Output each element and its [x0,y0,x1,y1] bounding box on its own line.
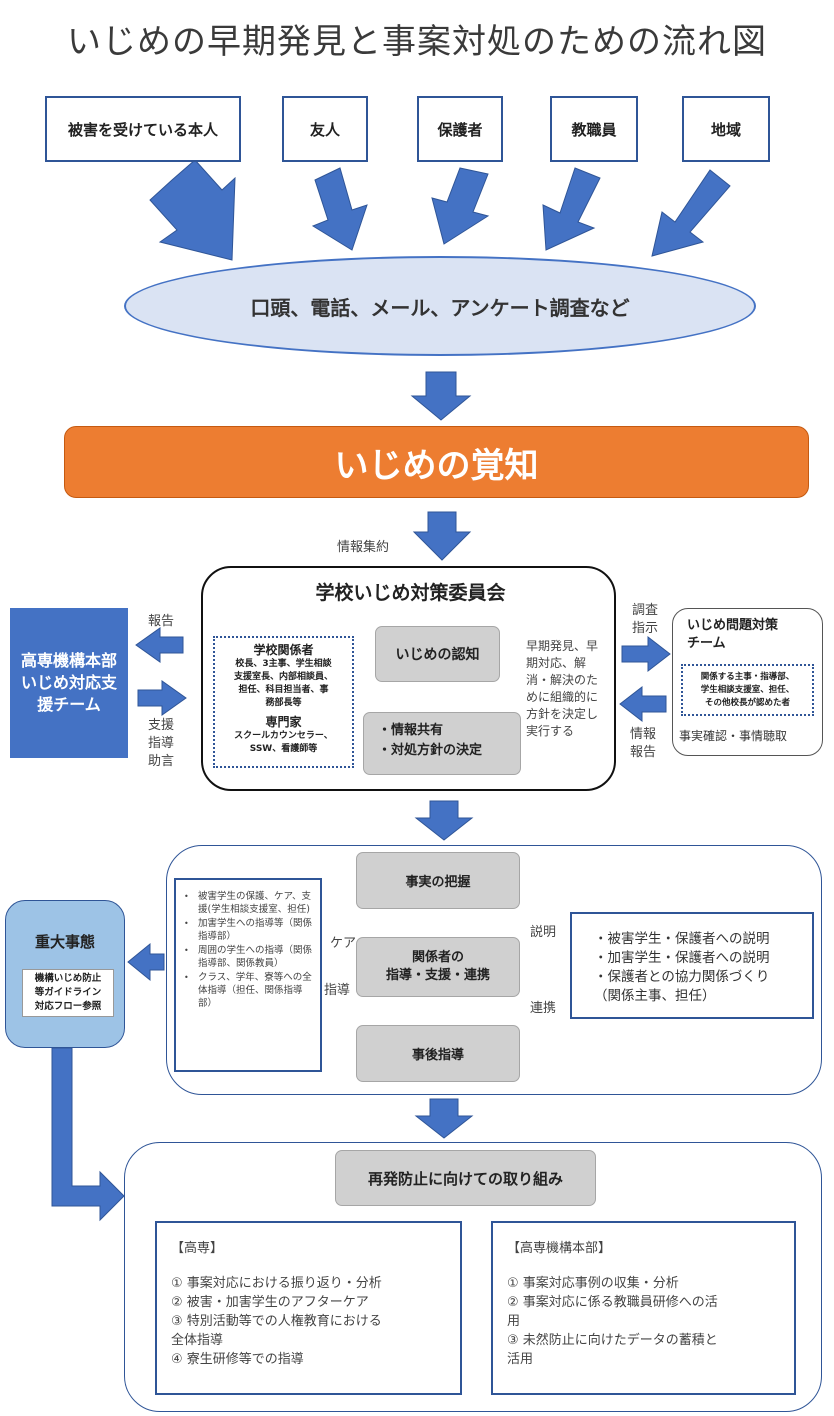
kosen-item: ② 被害・加害学生のアフターケア [171,1295,369,1310]
arrow-source-2 [311,167,368,251]
prevention-title: 再発防止に向けての取り組み [335,1150,596,1206]
committee-role-text: 早期発見、早 期対応、解 消・解決のた めに組織的に 方針を決定し 実行する [526,639,599,738]
kosen-heading: 【高専】 [171,1241,224,1256]
hq-prevention-item: ③ 未然防止に向けたデータの蓄積と 活用 [507,1333,718,1367]
hq-prevention-heading: 【高専機構本部】 [507,1241,612,1256]
arrow-down-2 [412,511,472,561]
problem-team-title: いじめ問題対策 チーム [687,618,779,651]
kosen-item: ④ 寮生研修等での指導 [171,1352,304,1367]
care-label: ケア [330,936,357,951]
kosen-item: ③ 特別活動等での人権教育における 全体指導 [171,1314,382,1348]
committee-members-box: 学校関係者 校長、3主事、学生相談 支援室長、内部相談員、 担任、科目担当者、事… [213,636,354,768]
awareness-banner: いじめの覚知 [64,426,809,498]
committee-title: 学校いじめ対策委員会 [315,582,506,604]
hq-prevention-box: 【高専機構本部】 ① 事案対応事例の収集・分析 ② 事案対応に係る教職員研修への… [491,1221,796,1395]
support-label: 支援 指導 助言 [148,718,175,769]
arrow-source-5 [651,169,731,257]
arrow-serious-prevention [51,1047,125,1222]
care-item: •加害学生への指導等（関係指導部） [184,918,313,942]
page-title: いじめの早期発見と事案対処のための流れ図 [67,22,767,62]
serious-incident-title: 重大事態 [34,933,95,951]
guide-label: 指導 [324,983,351,998]
school-members-text: 校長、3主事、学生相談 支援室長、内部相談員、 担任、科目担当者、事 務部長等 [233,659,333,708]
hq-support-team: 高専機構本部 いじめ対応支 援チーム [10,608,128,758]
arrow-report-hq [135,627,184,663]
care-item: •被害学生の保護、ケア、支援(学生相談支援室、担任) [184,891,312,915]
source-guardian: 保護者 [417,96,503,162]
bullet-icon: • [184,892,189,901]
channels-ellipse: 口頭、電話、メール、アンケート調査など [124,256,756,356]
committee-box: 学校いじめ対策委員会 学校関係者 校長、3主事、学生相談 支援室長、内部相談員、… [201,566,616,791]
expert-members-text: スクールカウンセラー、 SSW、看護師等 [234,731,333,754]
report-label: 報告 [148,614,175,629]
info-report-label: 情報 報告 [630,727,657,760]
decision-box: ・情報共有 ・対処方針の決定 [363,712,521,775]
source-staff: 教職員 [550,96,638,162]
arrow-support-committee [137,680,187,716]
hq-prevention-item: ① 事案対応事例の収集・分析 [507,1276,679,1291]
problem-team-members: 関係する主事・指導部、 学生相談支援室、担任、 その他校長が認めた者 [681,664,814,716]
explain-label: 説明 [530,925,557,940]
arrow-to-serious [127,942,165,982]
recognition-box: いじめの認知 [375,626,500,682]
source-community: 地域 [682,96,770,162]
bullet-icon: • [184,946,189,955]
hq-prevention-item: ② 事案対応に係る教職員研修への活 用 [507,1295,718,1329]
arrow-down-4 [414,1098,474,1139]
arrow-down-3 [414,800,474,841]
care-item: •周囲の学生への指導（関係指導部、関係教員） [184,945,313,969]
cooperation-label: 連携 [530,1001,557,1016]
kosen-box: 【高専】 ① 事案対応における振り返り・分析 ② 被害・加害学生のアフターケア … [155,1221,462,1395]
arrow-source-4 [542,167,601,251]
arrow-source-3 [431,167,490,245]
explain-box: ・被害学生・保護者への説明 ・加害学生・保護者への説明 ・保護者との協力関係づく… [570,912,814,1019]
follow-up-box: 事後指導 [356,1025,520,1082]
source-victim: 被害を受けている本人 [45,96,241,162]
care-items-box: •被害学生の保護、ケア、支援(学生相談支援室、担任) •加害学生への指導等（関係… [174,878,322,1072]
serious-incident-note: 機構いじめ防止 等ガイドライン 対応フロー参照 [22,969,114,1017]
instruct-label: 調査 指示 [632,603,659,636]
bullet-icon: • [184,973,189,982]
bullet-icon: • [184,919,189,928]
expert-members-title: 専門家 [265,715,302,729]
arrow-instruct-team [621,635,671,673]
problem-team-box: いじめ問題対策 チーム 関係する主事・指導部、 学生相談支援室、担任、 その他校… [672,608,823,756]
serious-incident-box: 重大事態 機構いじめ防止 等ガイドライン 対応フロー参照 [5,900,125,1048]
kosen-item: ① 事案対応における振り返り・分析 [171,1276,382,1291]
arrow-source-1 [149,159,236,261]
fact-box: 事実の把握 [356,852,520,909]
care-item: •クラス、学年、寮等への全体指導（担任、関係指導部） [184,972,312,1009]
arrow-report-committee [619,685,667,723]
school-members-title: 学校関係者 [253,643,314,657]
guidance-box: 関係者の 指導・支援・連携 [356,937,520,997]
arrow-down-1 [410,371,472,421]
info-aggregation-label: 情報集約 [337,540,390,555]
source-friend: 友人 [282,96,368,162]
problem-team-task: 事実確認・事情聴取 [679,729,788,743]
